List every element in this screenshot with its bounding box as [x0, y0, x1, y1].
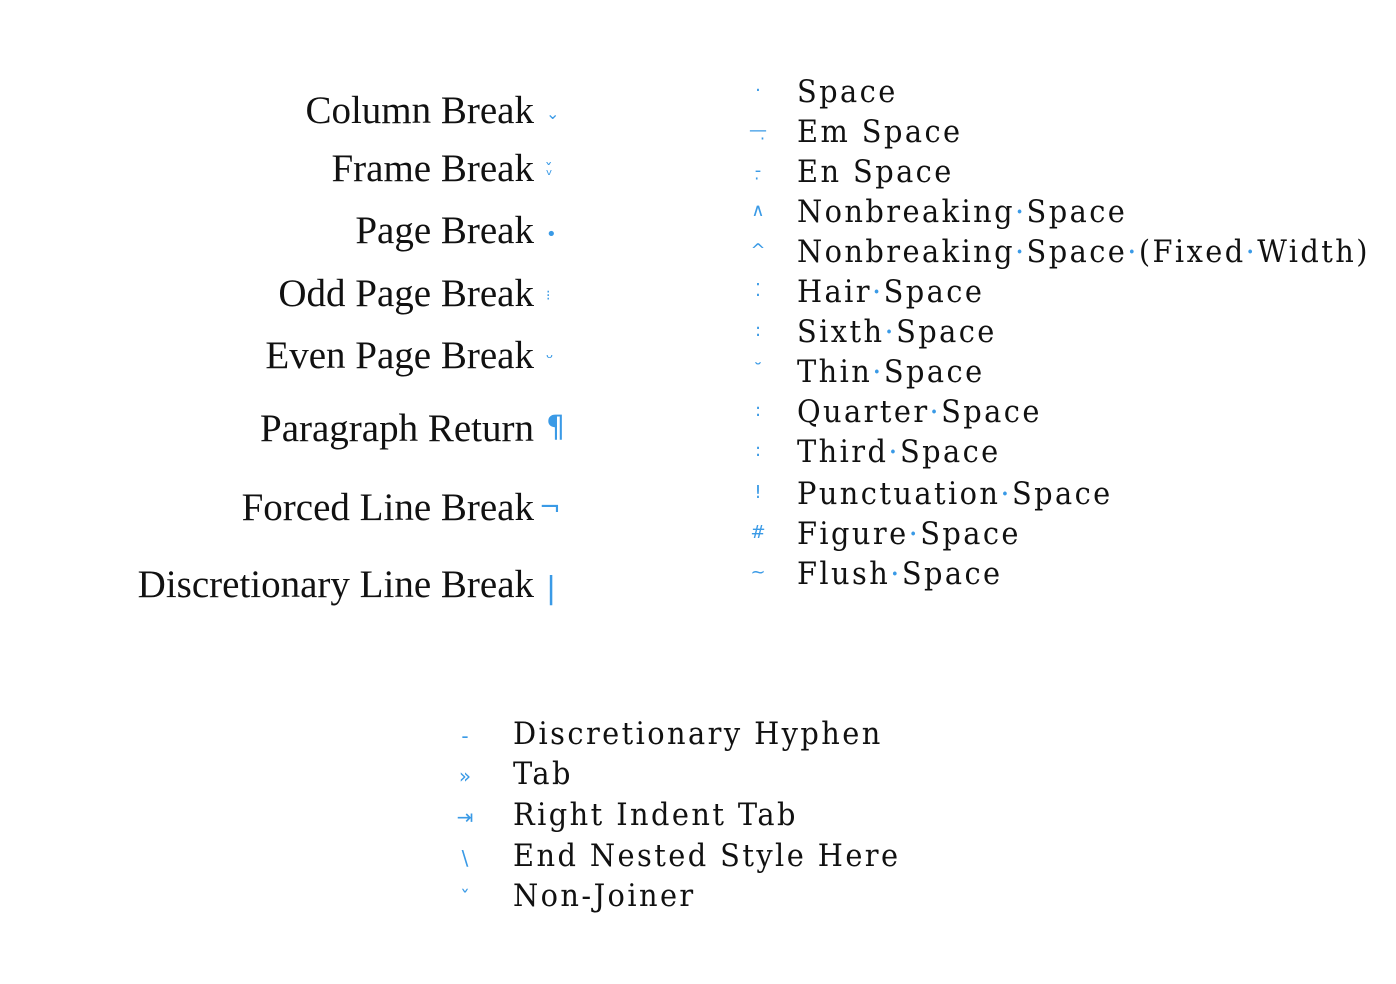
space-marker-dot: · — [1127, 234, 1139, 270]
hair-space-icon: ⁚ — [755, 280, 761, 301]
misc-label: Discretionary Hyphen — [513, 716, 883, 752]
space-marker-dot: · — [884, 314, 897, 350]
space-marker-dot: · — [908, 516, 921, 552]
sixth-space-icon: : — [754, 320, 762, 341]
misc-label: Right Indent Tab — [513, 797, 798, 833]
tab-icon: » — [458, 764, 472, 788]
space-label: Sixth·Space — [797, 314, 997, 350]
space-label: Thin·Space — [797, 354, 985, 390]
space-marker-dot: · — [888, 434, 900, 470]
misc-label: End Nested Style Here — [513, 838, 901, 874]
space-label: Flush·Space — [797, 556, 1003, 592]
space-marker-dot: · — [1014, 234, 1027, 270]
space-label: Quarter·Space — [797, 394, 1042, 430]
break-label: Frame Break — [331, 147, 534, 190]
pilcrow-icon: ¶ — [546, 410, 566, 445]
exclamation-icon: ! — [754, 482, 762, 503]
em-space-icon: —̣ — [749, 120, 767, 141]
en-space-icon: -̣ — [754, 160, 762, 181]
fixed-caret-icon: ^ — [750, 240, 766, 261]
even-page-break-icon: ᵕ — [546, 348, 554, 369]
space-marker-dot: · — [890, 556, 902, 592]
column-break-icon: ⌄ — [546, 104, 560, 123]
break-label: Discretionary Line Break — [137, 563, 534, 606]
space-label: Punctuation·Space — [797, 476, 1113, 512]
tilde-icon: ~ — [750, 562, 766, 583]
break-label: Page Break — [355, 209, 534, 252]
space-label: En Space — [797, 154, 954, 190]
hash-icon: # — [750, 522, 766, 543]
backslash-icon: \ — [461, 846, 469, 870]
break-label: Paragraph Return — [260, 407, 534, 450]
caret-icon: ∧ — [751, 200, 765, 221]
frame-break-icon: ᵥ̌ — [546, 160, 553, 179]
quarter-space-icon: : — [754, 400, 762, 421]
thin-space-icon: ˘ — [753, 360, 763, 381]
odd-page-break-icon: ⁝ — [546, 288, 551, 304]
space-marker-dot: · — [929, 394, 942, 430]
space-label: Third·Space — [797, 434, 1001, 470]
break-label: Column Break — [305, 89, 534, 132]
misc-label: Non-Joiner — [513, 878, 696, 914]
hyphen-icon: - — [461, 724, 469, 748]
break-label: Odd Page Break — [278, 272, 534, 315]
space-marker-dot: · — [1245, 234, 1258, 270]
break-label: Even Page Break — [265, 334, 534, 377]
page-break-icon: • — [546, 224, 557, 245]
space-label: Space — [797, 74, 898, 110]
space-label: Hair·Space — [797, 274, 985, 310]
space-marker-dot: · — [872, 274, 884, 310]
space-label: Em Space — [797, 114, 963, 150]
right-indent-tab-icon: ⇥ — [456, 805, 474, 829]
non-joiner-icon: ˇ — [460, 886, 470, 910]
vertical-bar-icon: | — [546, 571, 557, 606]
space-label: Figure·Space — [797, 516, 1021, 552]
space-dot-icon: · — [755, 80, 761, 101]
third-space-icon: : — [754, 440, 762, 461]
space-marker-dot: · — [872, 354, 884, 390]
break-label: Forced Line Break — [241, 486, 534, 529]
not-sign-icon: ¬ — [539, 493, 561, 523]
misc-label: Tab — [513, 756, 573, 792]
space-label: Nonbreaking·Space — [797, 194, 1128, 230]
space-marker-dot: · — [1014, 194, 1027, 230]
space-marker-dot: · — [1000, 476, 1012, 512]
space-label: Nonbreaking·Space·(Fixed·Width) — [797, 234, 1370, 270]
